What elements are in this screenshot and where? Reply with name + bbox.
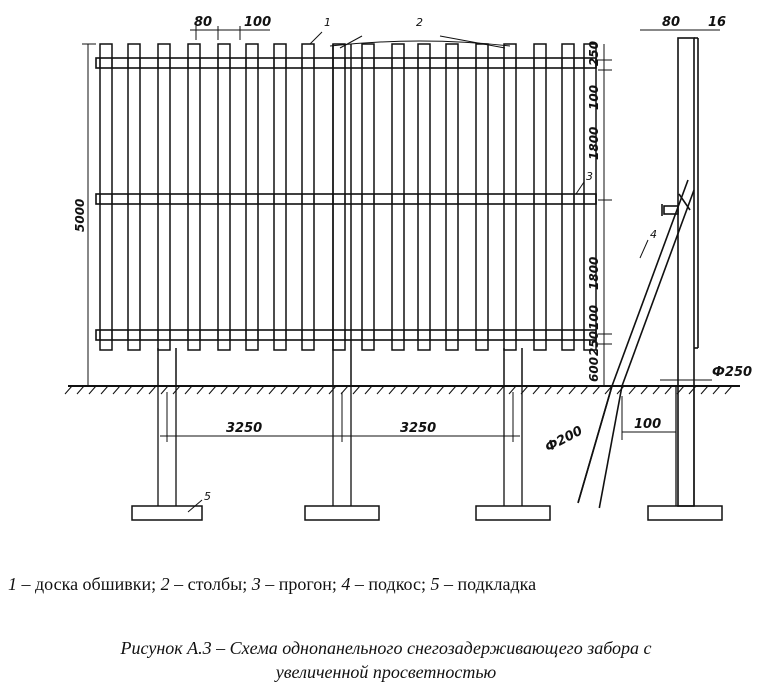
fence-board (417, 43, 431, 351)
dim-upper-100: 100 (587, 85, 601, 110)
legend-text: – доска обшивки; (17, 574, 161, 594)
legend-text: – подкос; (350, 574, 431, 594)
rails (95, 57, 597, 341)
dim-side-board: 80 (662, 15, 680, 30)
posts-above-ground (157, 44, 523, 386)
dim-upper-span: 1800 (587, 127, 601, 160)
fence-board (99, 43, 113, 351)
fence-board (157, 43, 171, 351)
dim-brace-diameter: Ф200 (543, 423, 585, 455)
fence-diagram: 80 100 80 16 250 100 1800 1800 100 250 6… (64, 15, 753, 526)
fence-board (332, 43, 346, 351)
legend-number: 3 (251, 574, 261, 594)
fence-boards (99, 43, 597, 351)
fence-board (561, 43, 575, 351)
fence-board (533, 43, 547, 351)
dim-top-offset: 250 (587, 41, 601, 66)
fence-board (273, 43, 287, 351)
dim-ground-gap: 600 (587, 357, 601, 382)
dim-lower-100: 100 (587, 305, 601, 330)
legend-text: – прогон; (260, 574, 342, 594)
dim-post-spacing-right: 3250 (400, 421, 436, 436)
fence-board (391, 43, 405, 351)
legend-text: – подкладка (439, 574, 537, 594)
dim-board-gap: 100 (244, 15, 271, 30)
dim-height-total: 5000 (73, 199, 87, 232)
legend-number: 1 (8, 574, 17, 594)
fence-board (127, 43, 141, 351)
legend: 1 – доска обшивки; 2 – столбы; 3 – прого… (8, 574, 768, 595)
dim-post-diameter: Ф250 (712, 365, 752, 380)
footing-pads (131, 505, 723, 521)
buried-posts (157, 386, 695, 506)
fence-board (217, 43, 231, 351)
fence-board (361, 43, 375, 351)
brace (558, 179, 695, 526)
dim-lower-span: 1800 (587, 257, 601, 290)
dim-post-spacing-left: 3250 (226, 421, 262, 436)
callout-1: 1 (324, 16, 331, 29)
ground-hatching (64, 385, 733, 395)
callout-2: 2 (416, 16, 423, 29)
fence-board (475, 43, 489, 351)
fence-board (187, 43, 201, 351)
dim-side-thickness: 16 (708, 15, 726, 30)
dim-brace-offset: 100 (634, 417, 661, 432)
dim-board-width: 80 (194, 15, 212, 30)
side-view (661, 37, 699, 507)
dim-bottom-offset: 250 (587, 331, 601, 356)
rail-board-overlaps (99, 58, 597, 340)
figure-caption: Рисунок А.3 – Схема однопанельного снего… (0, 636, 772, 684)
callout-3-rail: 3 (586, 170, 593, 183)
legend-number: 5 (430, 574, 440, 594)
legend-number: 2 (160, 574, 170, 594)
fence-board (301, 43, 315, 351)
fence-board (445, 43, 459, 351)
caption-line-1: Рисунок А.3 – Схема однопанельного снего… (120, 638, 652, 658)
dimension-lines (82, 26, 720, 513)
callout-5: 5 (204, 490, 211, 503)
caption-line-2: увеличенной просветностью (275, 662, 497, 682)
legend-text: – столбы; (169, 574, 252, 594)
callout-4: 4 (650, 228, 657, 241)
fence-board (245, 43, 259, 351)
legend-number: 4 (341, 574, 351, 594)
fence-board (503, 43, 517, 351)
